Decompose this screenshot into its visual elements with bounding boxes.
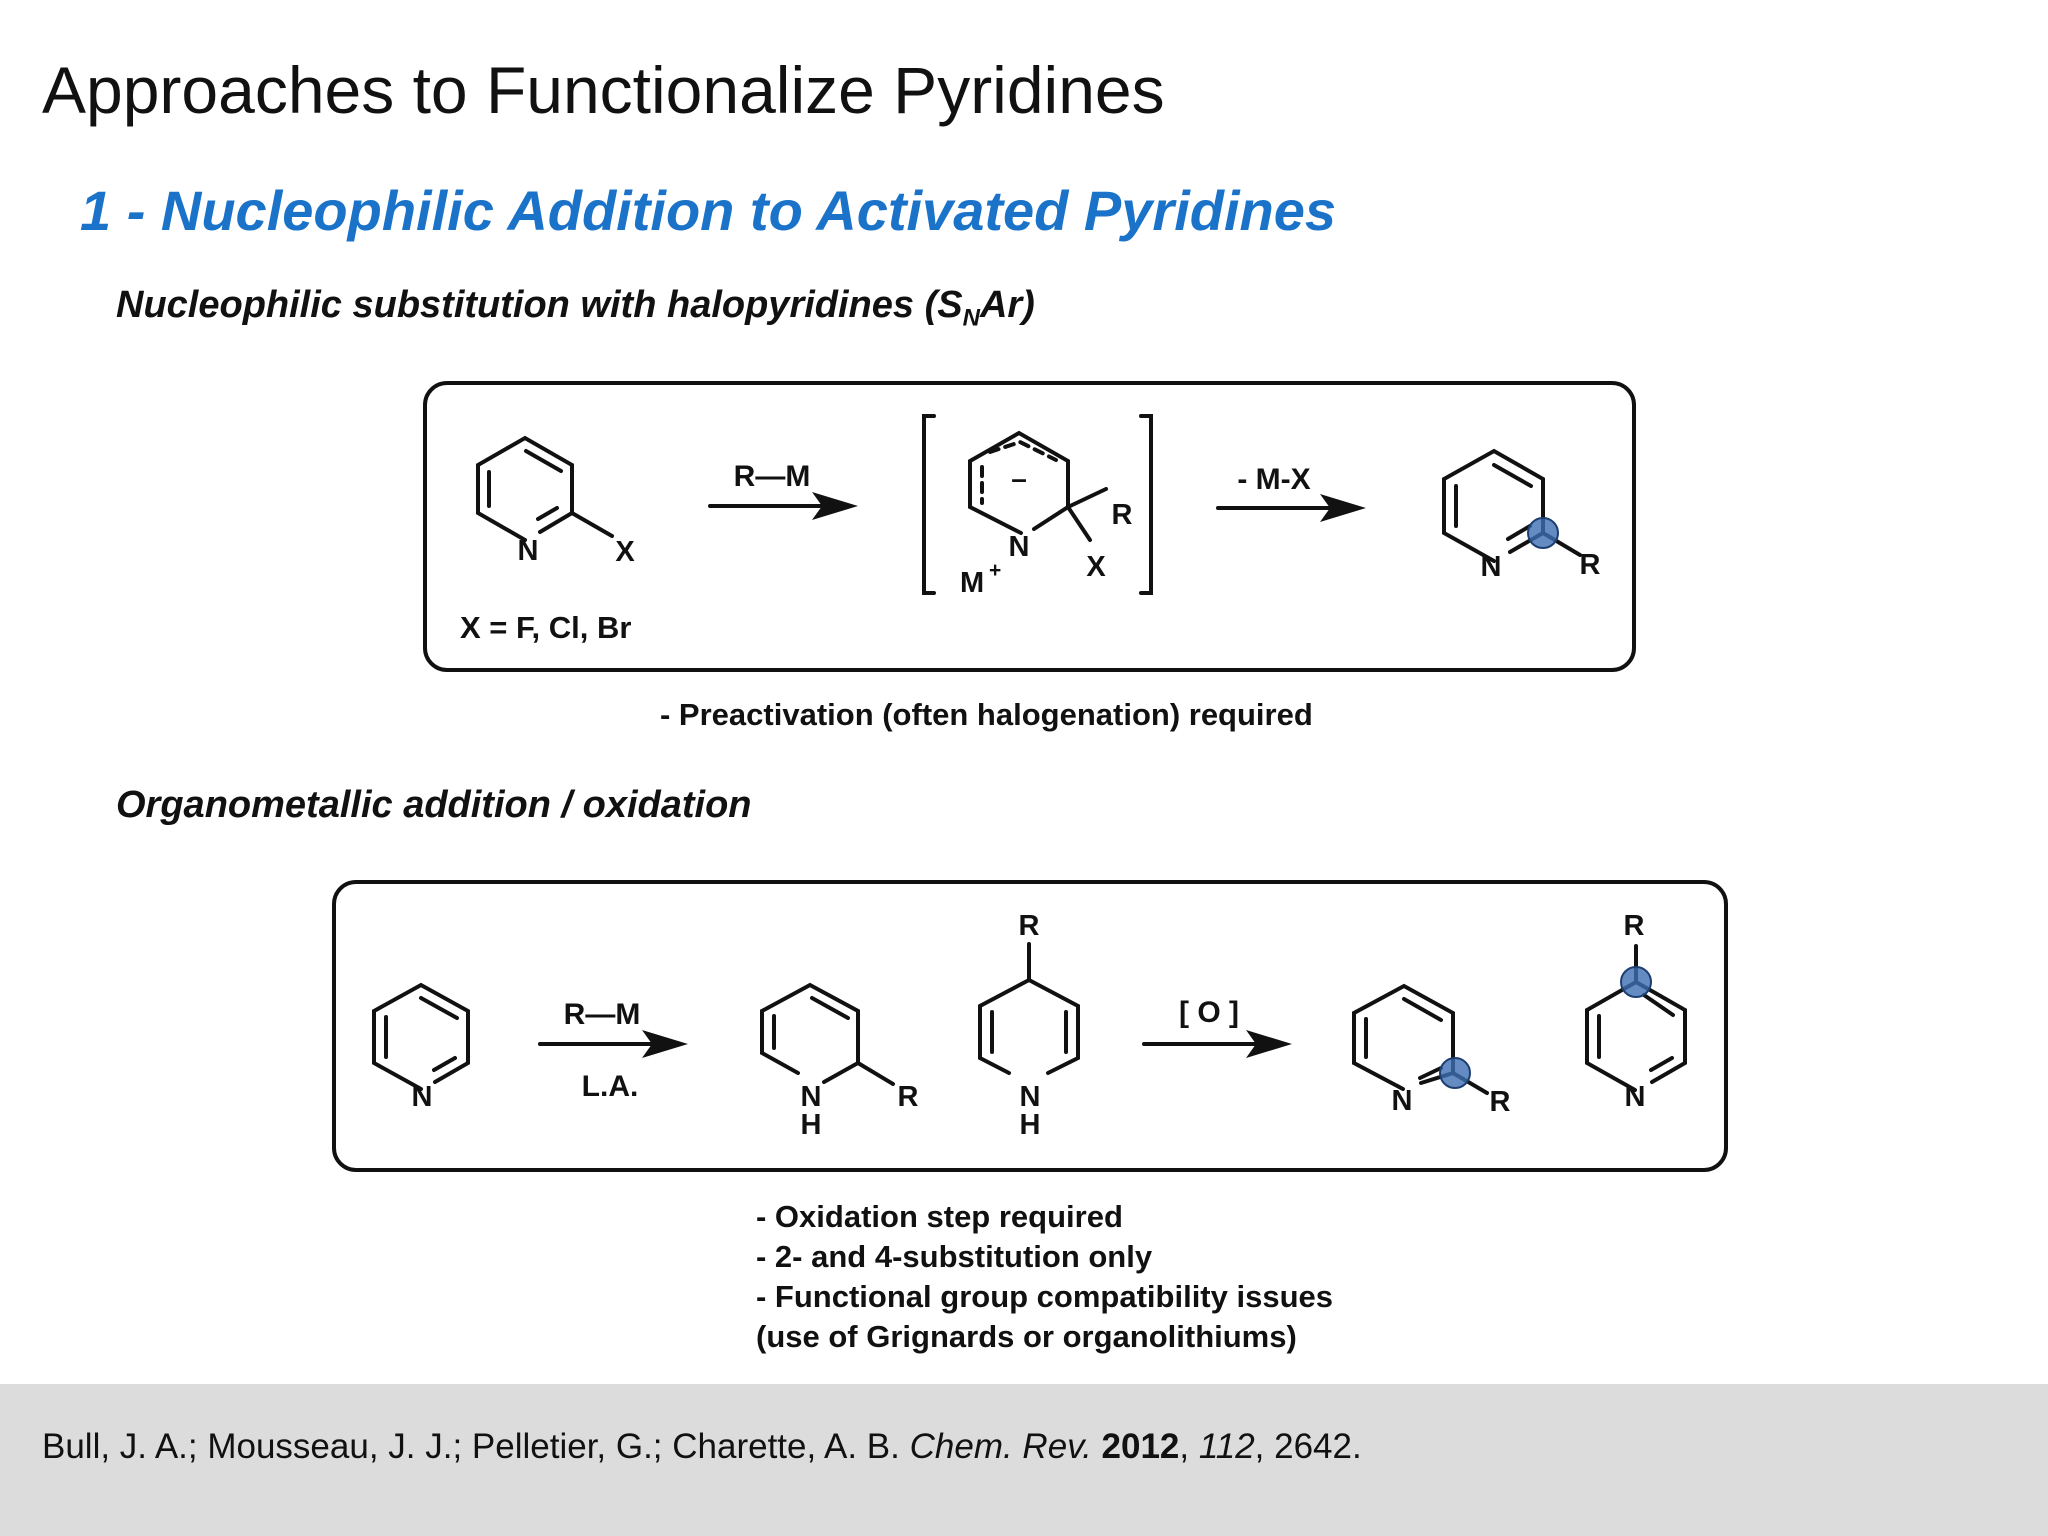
section-title: 1 - Nucleophilic Addition to Activated P… (80, 179, 1337, 242)
left-bracket (922, 414, 936, 595)
note-line: - 2- and 4-substitution only (756, 1239, 1153, 1274)
reagent-rm-2: R—M (564, 998, 641, 1031)
citation-year: 2012 (1101, 1427, 1180, 1466)
lewis-acid-label: L.A. (582, 1070, 639, 1103)
highlight-dot (1620, 966, 1652, 998)
highlight-dot (1527, 517, 1559, 549)
pyridine-starting-material: N (372, 982, 470, 1113)
atom-n: N (518, 535, 539, 567)
organometallic-notes: - Oxidation step required - 2- and 4-sub… (756, 1197, 1333, 1357)
citation-volume: 112 (1198, 1427, 1255, 1466)
atom-n: N (412, 1081, 433, 1113)
meisenheimer-intermediate: R X N – M + (922, 414, 1153, 599)
citation-journal: Chem. Rev. (909, 1427, 1092, 1466)
highlight-dot (1439, 1057, 1471, 1089)
atom-r: R (1019, 910, 1040, 942)
atom-r: R (1112, 499, 1133, 531)
halide-note: X = F, Cl, Br (460, 610, 631, 645)
note-line: - Oxidation step required (756, 1199, 1123, 1234)
snar-heading-end: Ar) (979, 284, 1035, 326)
citation-pages: 2642. (1274, 1427, 1362, 1466)
atom-n: N (1392, 1085, 1413, 1117)
atom-h: H (1020, 1109, 1041, 1141)
citation-authors: Bull, J. A.; Mousseau, J. J.; Pelletier,… (42, 1427, 910, 1466)
page-title: Approaches to Functionalize Pyridines (42, 53, 1165, 127)
snar-heading-text: Nucleophilic substitution with halopyrid… (116, 284, 963, 326)
arrow-head-2 (1320, 494, 1366, 522)
oxidant-label: [ O ] (1179, 996, 1239, 1029)
snar-scheme-box (423, 381, 1636, 672)
counterion: M (960, 567, 984, 599)
citation-footer (0, 1384, 2048, 1536)
atom-n: N (1020, 1081, 1041, 1113)
snar-heading: Nucleophilic substitution with halopyrid… (116, 284, 1035, 333)
pyridine-2-substituted-product: N R (1442, 448, 1601, 583)
halopyridine-structure: N X (476, 435, 635, 568)
citation: Bull, J. A.; Mousseau, J. J.; Pelletier,… (42, 1427, 1362, 1466)
arrow-head-3 (642, 1030, 688, 1058)
dihydropyridine-1-4: R N H (978, 910, 1080, 1141)
arrow-head-4 (1246, 1030, 1292, 1058)
counterion-charge: + (989, 559, 1001, 582)
right-bracket (1139, 414, 1153, 595)
pyridine-4-substituted: R N (1585, 910, 1687, 1113)
atom-n: N (1009, 531, 1030, 563)
note-line: - Functional group compatibility issues (756, 1279, 1333, 1314)
atom-x: X (1086, 551, 1106, 583)
organometallic-heading: Organometallic addition / oxidation (116, 784, 752, 826)
atom-r: R (1624, 910, 1645, 942)
atom-n: N (1481, 551, 1502, 583)
snar-heading-subscript: N (962, 304, 980, 332)
atom-h: H (801, 1109, 822, 1141)
note-line: (use of Grignards or organolithiums) (756, 1319, 1297, 1354)
reagent-rm-1: R—M (734, 460, 811, 493)
dihydropyridine-1-2: N H R (760, 982, 919, 1141)
arrow-head-1 (812, 492, 858, 520)
atom-n: N (1625, 1081, 1646, 1113)
elimination-label: - M-X (1237, 463, 1310, 496)
pyridine-2-substituted: N R (1352, 983, 1511, 1118)
atom-r: R (1490, 1086, 1511, 1118)
atom-n: N (801, 1081, 822, 1113)
atom-x: X (615, 536, 635, 568)
snar-note: - Preactivation (often halogenation) req… (660, 697, 1313, 732)
anion-charge: – (1011, 463, 1027, 494)
atom-r: R (898, 1081, 919, 1113)
atom-r: R (1580, 549, 1601, 581)
